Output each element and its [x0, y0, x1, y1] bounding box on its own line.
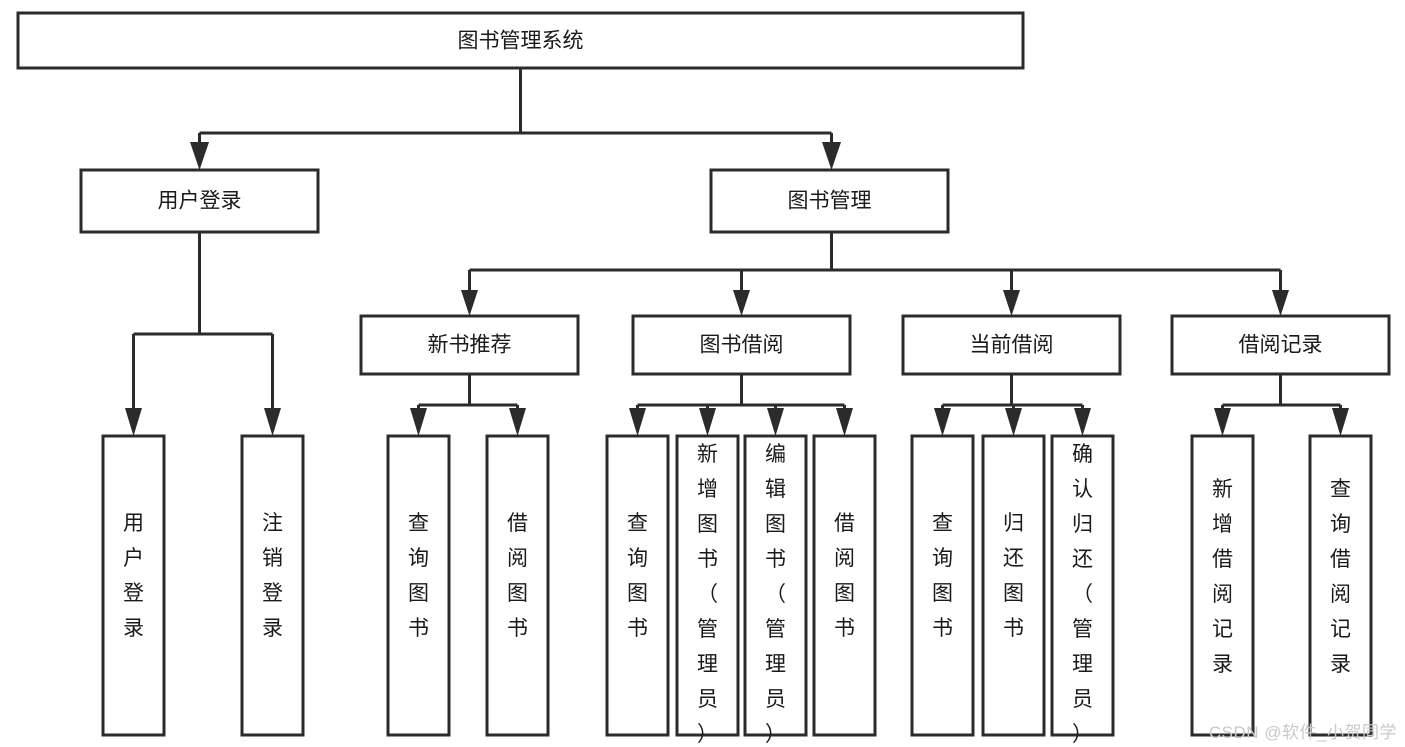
node-current-borrow-box[interactable]: [901, 314, 1122, 376]
node-leaf-n1-label: 查询图书: [408, 512, 429, 640]
node-leaf-b3[interactable]: 编辑图书（管理员）: [743, 434, 808, 746]
node-borrow-record-box[interactable]: [1170, 314, 1391, 376]
node-leaf-logout-box[interactable]: [240, 434, 305, 737]
arrowhead-leaf-c2: [1005, 408, 1022, 436]
node-user-login-box[interactable]: [79, 168, 320, 234]
node-leaf-b3-box[interactable]: [743, 434, 808, 737]
node-leaf-b4-label: 借阅图书: [834, 512, 855, 640]
node-new-book-label: 新书推荐: [428, 334, 512, 357]
node-leaf-c2[interactable]: 归还图书: [981, 434, 1046, 737]
node-leaf-n1[interactable]: 查询图书: [386, 434, 451, 737]
node-leaf-b2-box[interactable]: [675, 434, 740, 737]
node-leaf-c3-box[interactable]: [1050, 434, 1115, 737]
node-book-mgmt-label: 图书管理: [788, 190, 872, 213]
node-borrow-record-label: 借阅记录: [1239, 334, 1323, 357]
node-leaf-b2-label: 新增图书（管理员）: [697, 443, 718, 746]
node-leaf-c2-label: 归还图书: [1003, 512, 1024, 640]
csdn-watermark: CSDN @软件_小贺同学: [1208, 723, 1397, 742]
node-leaf-c3-label: 确认归还（管理员）: [1072, 443, 1093, 746]
node-book-borrow-box[interactable]: [631, 314, 852, 376]
arrowhead-current-borrow: [1003, 290, 1020, 316]
node-leaf-n2[interactable]: 借阅图书: [485, 434, 550, 737]
arrowhead-leaf-n1: [410, 408, 427, 436]
node-leaf-r1-box[interactable]: [1190, 434, 1255, 737]
arrowhead-leaf-r1: [1214, 408, 1231, 436]
arrowhead-leaf-logout: [264, 408, 281, 436]
node-book-borrow[interactable]: 图书借阅: [631, 314, 852, 376]
node-leaf-c1[interactable]: 查询图书: [910, 434, 975, 737]
node-leaf-logout[interactable]: 注销登录: [240, 434, 305, 737]
node-current-borrow[interactable]: 当前借阅: [901, 314, 1122, 376]
node-leaf-b4-box[interactable]: [812, 434, 877, 737]
arrowhead-leaf-n2: [509, 408, 526, 436]
arrowhead-leaf-user-login: [125, 408, 142, 436]
arrowhead-book-mgmt: [822, 142, 841, 170]
connector-layer: [125, 68, 1349, 436]
node-book-mgmt[interactable]: 图书管理: [709, 168, 950, 234]
node-leaf-b1-label: 查询图书: [627, 512, 648, 640]
node-leaf-b1[interactable]: 查询图书: [605, 434, 670, 737]
node-leaf-c3[interactable]: 确认归还（管理员）: [1050, 434, 1115, 746]
node-user-login-label: 用户登录: [158, 190, 242, 213]
node-new-book-box[interactable]: [359, 314, 580, 376]
node-leaf-c1-label: 查询图书: [932, 512, 953, 640]
arrowhead-user-login: [190, 142, 209, 170]
node-leaf-b1-box[interactable]: [605, 434, 670, 737]
node-leaf-n2-box[interactable]: [485, 434, 550, 737]
node-leaf-n2-label: 借阅图书: [507, 512, 528, 640]
node-leaf-user-login-label: 用户登录: [123, 512, 144, 640]
arrowhead-book-borrow: [733, 290, 750, 316]
node-leaf-r2-box[interactable]: [1308, 434, 1373, 737]
node-leaf-user-login[interactable]: 用户登录: [101, 434, 166, 737]
node-leaf-logout-label: 注销登录: [262, 512, 283, 640]
node-current-borrow-label: 当前借阅: [970, 334, 1054, 357]
node-leaf-b3-label: 编辑图书（管理员）: [765, 443, 786, 746]
node-root-box[interactable]: [16, 11, 1025, 70]
node-leaf-r1-label: 新增借阅记录: [1212, 478, 1233, 676]
node-leaf-b2[interactable]: 新增图书（管理员）: [675, 434, 740, 746]
arrowhead-leaf-b2: [699, 408, 716, 436]
node-user-login[interactable]: 用户登录: [79, 168, 320, 234]
arrowhead-new-book: [461, 290, 478, 316]
node-root[interactable]: 图书管理系统: [16, 11, 1025, 70]
arrowhead-leaf-b3: [767, 408, 784, 436]
node-leaf-n1-box[interactable]: [386, 434, 451, 737]
node-leaf-r1[interactable]: 新增借阅记录: [1190, 434, 1255, 737]
arrowhead-leaf-b1: [629, 408, 646, 436]
arrowhead-leaf-c3: [1074, 408, 1091, 436]
arrowhead-borrow-record: [1272, 290, 1289, 316]
arrowhead-leaf-c1: [934, 408, 951, 436]
arrowhead-leaf-b4: [836, 408, 853, 436]
node-leaf-r2[interactable]: 查询借阅记录: [1308, 434, 1373, 737]
node-new-book[interactable]: 新书推荐: [359, 314, 580, 376]
node-book-mgmt-box[interactable]: [709, 168, 950, 234]
arrowhead-leaf-r2: [1332, 408, 1349, 436]
node-root-label: 图书管理系统: [458, 30, 584, 53]
node-book-borrow-label: 图书借阅: [700, 334, 784, 357]
node-leaf-user-login-box[interactable]: [101, 434, 166, 737]
node-leaf-c2-box[interactable]: [981, 434, 1046, 737]
node-leaf-c1-box[interactable]: [910, 434, 975, 737]
node-borrow-record[interactable]: 借阅记录: [1170, 314, 1391, 376]
node-leaf-r2-label: 查询借阅记录: [1330, 478, 1351, 676]
node-leaf-b4[interactable]: 借阅图书: [812, 434, 877, 737]
